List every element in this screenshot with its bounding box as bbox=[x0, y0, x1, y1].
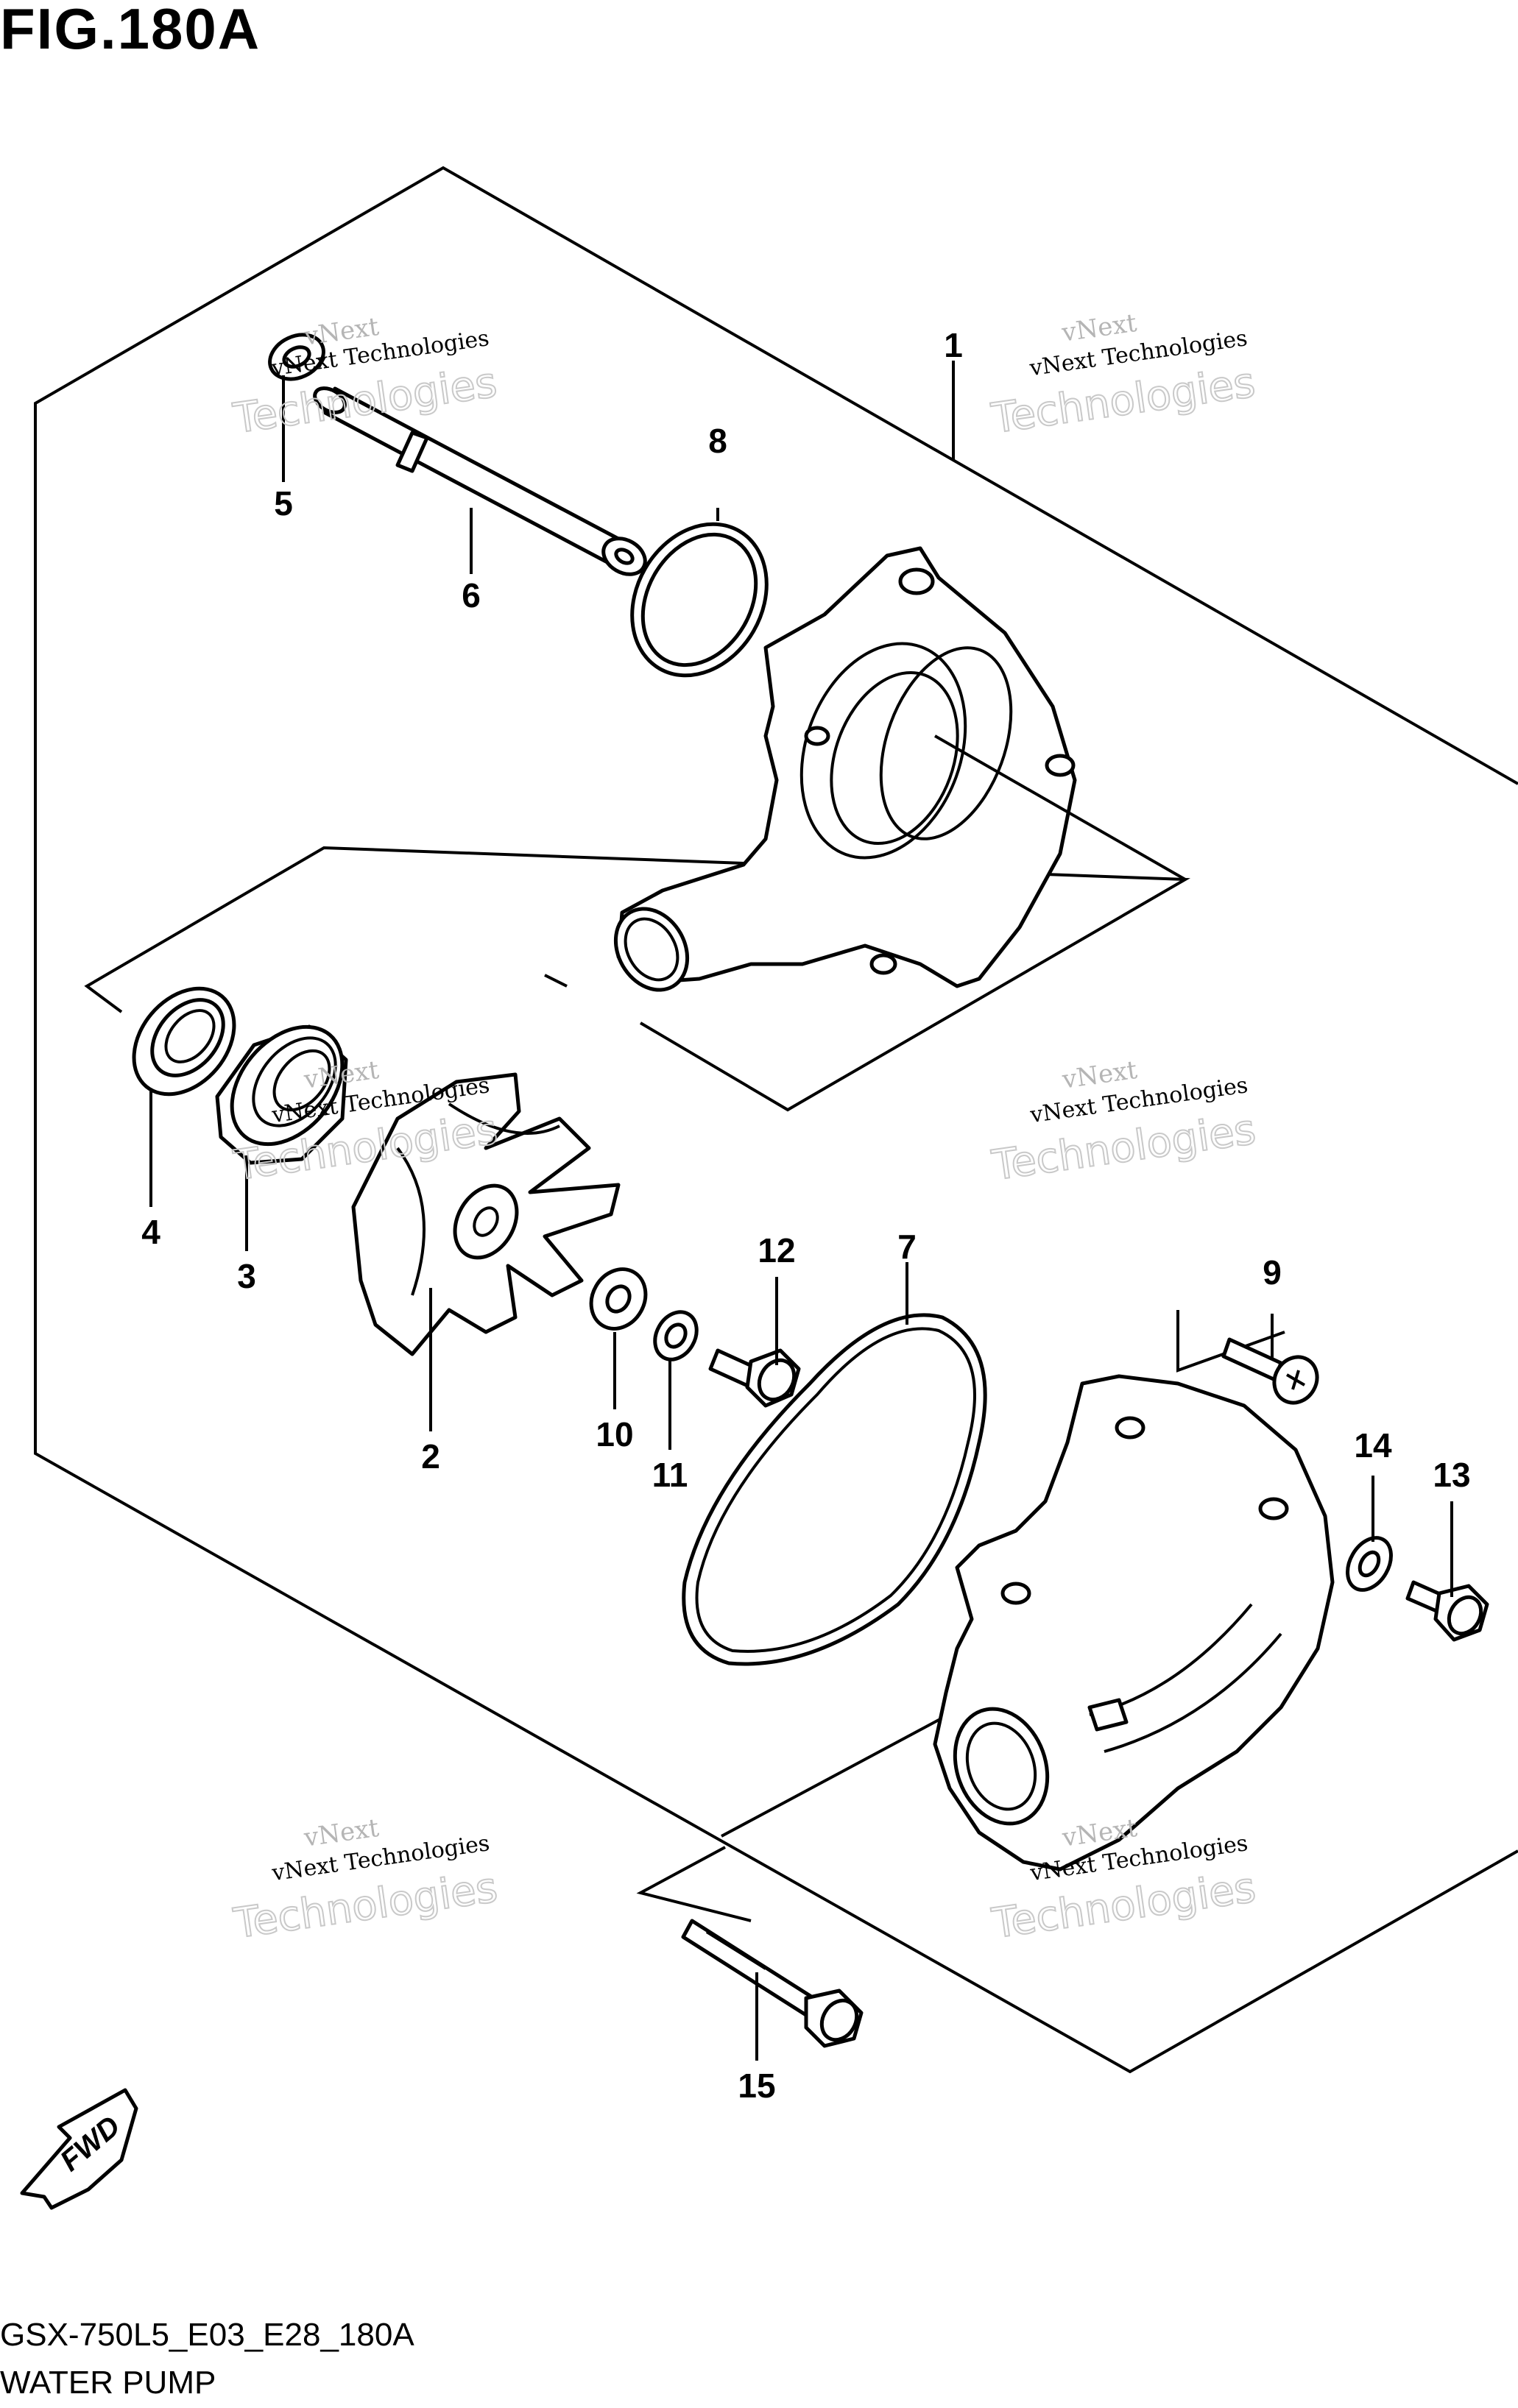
callout-7: 7 bbox=[897, 1228, 917, 1266]
part-15-long-bolt bbox=[681, 1919, 864, 2048]
part-7-gasket bbox=[682, 1313, 987, 1666]
part-3-mechanical-seal bbox=[215, 1024, 348, 1165]
figure-code: GSX-750L5_E03_E28_180A bbox=[0, 2317, 414, 2353]
part-2-impeller bbox=[351, 1072, 621, 1356]
callout-13: 13 bbox=[1433, 1456, 1470, 1494]
assembly-frame-outer bbox=[34, 166, 1518, 2074]
svg-text:Technologies: Technologies bbox=[989, 358, 1258, 443]
part-4-oil-seal bbox=[132, 986, 236, 1097]
callout-2: 2 bbox=[421, 1437, 440, 1476]
callout-5: 5 bbox=[274, 484, 293, 523]
svg-text:Technologies: Technologies bbox=[230, 1863, 500, 1948]
callout-3: 3 bbox=[237, 1257, 256, 1295]
part-10-washer bbox=[589, 1267, 648, 1331]
watermark-mid-right: Technologies vNext vNext Technologies bbox=[988, 1055, 1259, 1191]
callout-15: 15 bbox=[738, 2067, 775, 2105]
part-8-o-ring bbox=[630, 522, 769, 678]
pump-cover bbox=[933, 1374, 1335, 1871]
fwd-arrow-icon: FWD bbox=[20, 2088, 138, 2210]
part-1-pump-case bbox=[613, 546, 1077, 992]
watermark-top-left: Technologies vNext vNext Technologies bbox=[230, 312, 501, 444]
callout-10: 10 bbox=[596, 1415, 633, 1453]
assembly-frame-bolt bbox=[636, 1846, 752, 1922]
svg-text:Technologies: Technologies bbox=[989, 1105, 1258, 1190]
callout-11: 11 bbox=[652, 1456, 688, 1494]
callout-9: 9 bbox=[1263, 1253, 1282, 1292]
part-11-washer bbox=[653, 1310, 699, 1361]
watermark-top-right: Technologies vNext vNext Technologies bbox=[988, 308, 1259, 444]
leader-lines bbox=[149, 361, 1453, 2061]
part-6-shaft bbox=[313, 386, 647, 576]
callout-14: 14 bbox=[1354, 1426, 1392, 1465]
figure-name: WATER PUMP bbox=[0, 2365, 216, 2401]
callout-4: 4 bbox=[141, 1213, 160, 1251]
part-5-washer bbox=[268, 333, 325, 381]
callout-1: 1 bbox=[944, 326, 963, 364]
part-12-bolt bbox=[708, 1348, 801, 1408]
watermark-bottom-left: Technologies vNext vNext Technologies bbox=[230, 1813, 501, 1949]
svg-text:Technologies: Technologies bbox=[989, 1863, 1258, 1948]
callout-8: 8 bbox=[708, 422, 727, 460]
frame-dash-b bbox=[544, 974, 568, 988]
part-13-bolt bbox=[1405, 1580, 1489, 1642]
assembly-frame-bracket bbox=[1176, 1310, 1285, 1373]
callout-12: 12 bbox=[758, 1231, 795, 1269]
part-14-washer bbox=[1346, 1536, 1393, 1592]
figure-title: FIG.180A bbox=[0, 0, 261, 61]
callout-6: 6 bbox=[462, 576, 481, 615]
part-9-screw bbox=[1221, 1337, 1319, 1405]
